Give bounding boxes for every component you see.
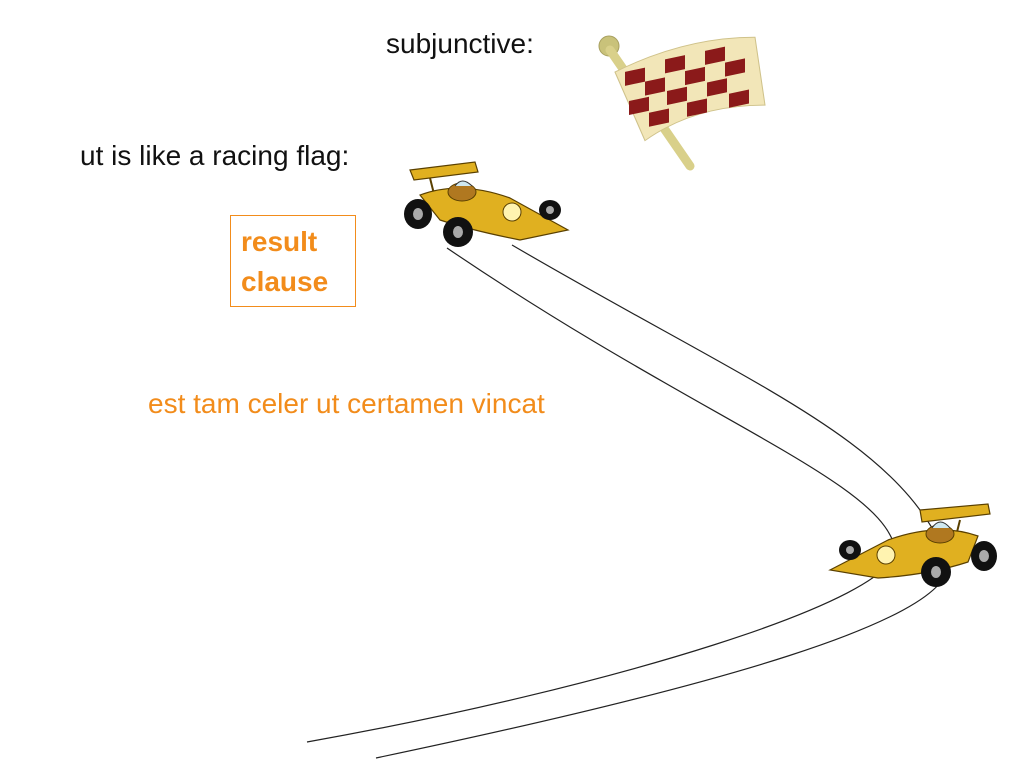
ut-racing-flag-text: ut is like a racing flag: [80,140,350,171]
result-clause-line-2: clause [241,266,329,297]
latin-sentence: est tam celer ut certamen vincat [148,388,545,419]
result-clause-line-1: result [241,226,318,257]
result-clause-box: result clause [230,215,356,307]
subjunctive-label: subjunctive: [386,28,534,59]
